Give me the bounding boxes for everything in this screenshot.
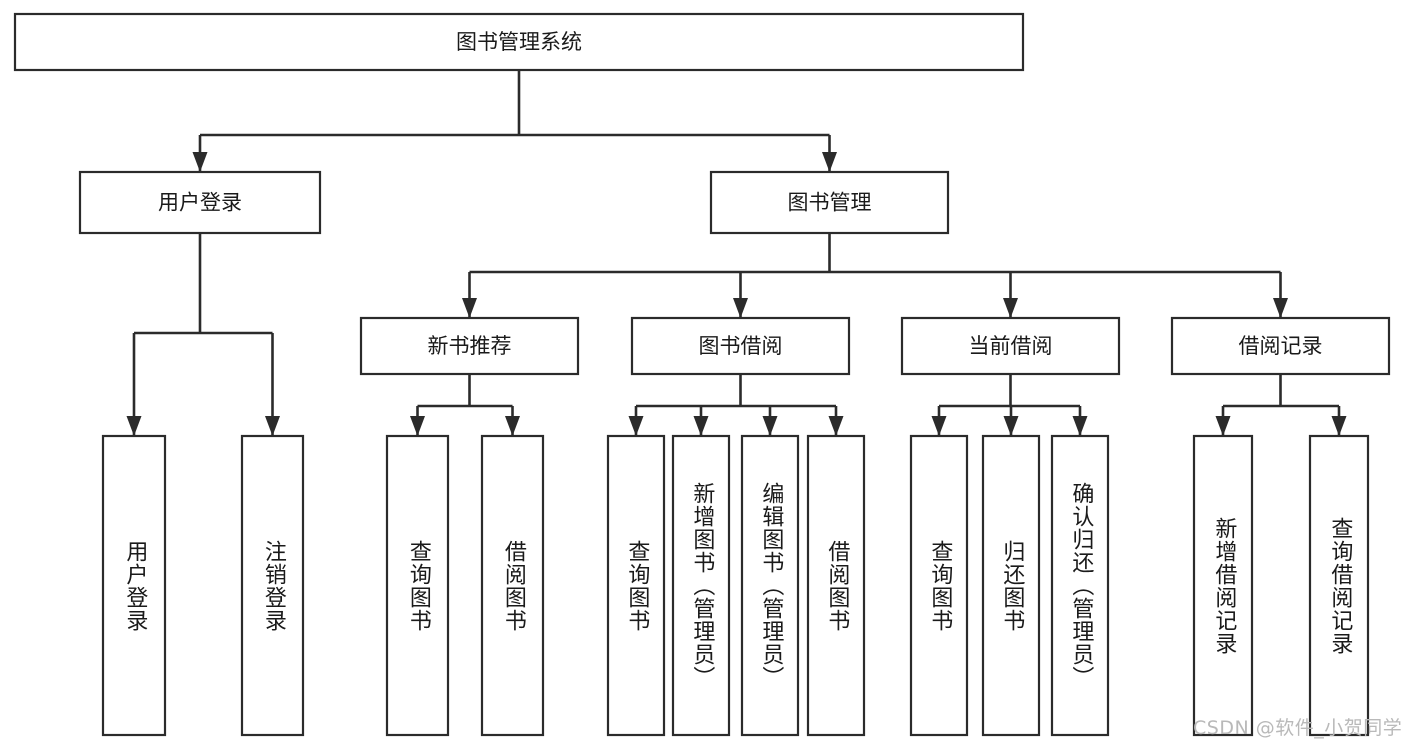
node-root-label: 图书管理系统 <box>456 30 582 54</box>
leaf-node-10[interactable] <box>1050 434 1110 737</box>
watermark: CSDN @软件_小贺同学 <box>1193 717 1403 739</box>
node-level2-0-label: 用户登录 <box>158 191 242 215</box>
leaf-node-4[interactable] <box>606 434 666 737</box>
leaf-node-12[interactable] <box>1308 434 1370 737</box>
node-level3-1[interactable] <box>630 316 851 376</box>
node-level3-1-label: 图书借阅 <box>699 334 783 358</box>
node-level3-2-label: 当前借阅 <box>969 334 1053 358</box>
node-level2-1[interactable] <box>709 170 950 235</box>
leaf-node-7[interactable] <box>806 434 866 737</box>
node-level2-1-label: 图书管理 <box>788 191 872 215</box>
leaf-node-0[interactable] <box>101 434 167 737</box>
node-level3-3[interactable] <box>1170 316 1391 376</box>
leaf-node-9[interactable] <box>981 434 1041 737</box>
node-level3-3-label: 借阅记录 <box>1239 334 1323 358</box>
node-level2-0[interactable] <box>78 170 322 235</box>
leaf-node-11[interactable] <box>1192 434 1254 737</box>
leaf-node-1[interactable] <box>240 434 305 737</box>
node-level3-0-label: 新书推荐 <box>428 334 512 358</box>
leaf-node-8[interactable] <box>909 434 969 737</box>
node-level3-2[interactable] <box>900 316 1121 376</box>
connector-layer <box>126 70 1347 436</box>
leaf-node-6[interactable] <box>740 434 800 737</box>
leaf-node-5[interactable] <box>671 434 731 737</box>
node-level3-0[interactable] <box>359 316 580 376</box>
leaf-node-3[interactable] <box>480 434 545 737</box>
box-layer <box>13 12 1391 737</box>
leaf-node-2[interactable] <box>385 434 450 737</box>
node-root[interactable] <box>13 12 1025 72</box>
